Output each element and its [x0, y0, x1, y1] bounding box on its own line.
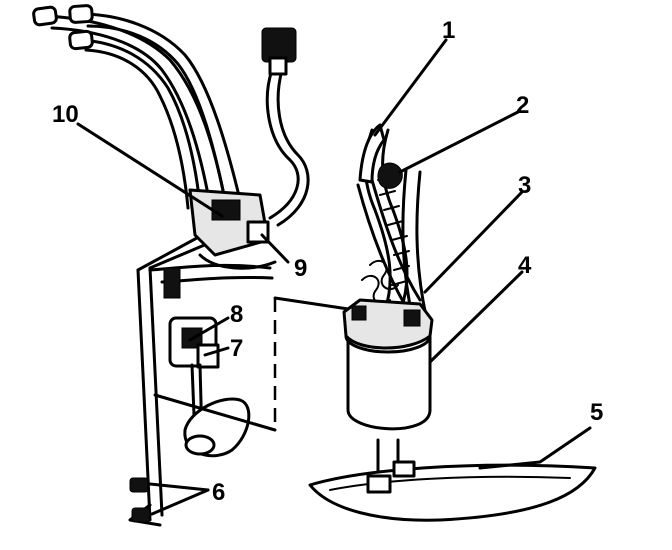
- callout-labels: 1 2 3 4 5 6 7 8 9 10: [52, 17, 603, 506]
- sender-clip: [163, 267, 181, 299]
- callout-10: 10: [52, 101, 79, 128]
- leader-4: [428, 270, 524, 364]
- sender-connector: [196, 343, 220, 369]
- leader-6b: [150, 488, 210, 516]
- fuel-line-fittings: [32, 4, 94, 51]
- leader-10: [76, 122, 224, 218]
- callout-6: 6: [212, 479, 225, 506]
- leader-3: [423, 190, 524, 294]
- callout-5: 5: [590, 399, 603, 426]
- leader-5: [478, 426, 592, 470]
- leader-8: [188, 316, 230, 342]
- leader-2: [398, 110, 520, 174]
- ground-clips: [129, 477, 151, 523]
- callout-7: 7: [230, 335, 243, 362]
- reservoir-strainer: [308, 460, 597, 522]
- leader-1: [373, 38, 448, 137]
- callout-9: 9: [294, 255, 307, 282]
- fuel-pump-body: [342, 298, 434, 482]
- callout-1: 1: [442, 17, 455, 44]
- leader-9: [260, 233, 290, 264]
- electrical-harness: [261, 27, 310, 227]
- flange-body: [188, 188, 277, 270]
- callout-8: 8: [230, 301, 243, 328]
- callout-3: 3: [518, 172, 531, 199]
- pump-connector: [377, 162, 403, 189]
- leader-lines: [76, 38, 592, 516]
- callout-2: 2: [516, 92, 529, 119]
- leader-6a: [148, 482, 210, 492]
- callout-4: 4: [518, 252, 532, 279]
- pump-hose: [356, 123, 428, 318]
- reference-outline: [153, 296, 357, 432]
- leader-7: [203, 346, 230, 357]
- fuel-lines: [43, 12, 242, 210]
- float: [183, 397, 251, 458]
